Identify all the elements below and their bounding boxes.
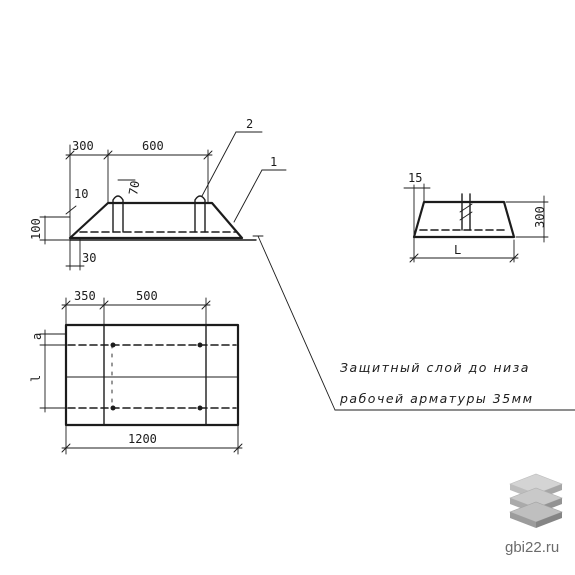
dim-a: a <box>30 333 44 340</box>
end-outline <box>412 200 516 239</box>
dim-100: 100 <box>29 218 43 240</box>
dim-70: 70 <box>126 180 142 197</box>
plan-tick-bl <box>61 443 71 453</box>
end-tick-r <box>509 253 519 263</box>
dim-30: 30 <box>82 251 96 265</box>
callout-1: 1 <box>270 155 277 169</box>
loop-mark-4 <box>197 405 203 411</box>
dim-10-tick <box>65 205 77 215</box>
plan-tick-3 <box>201 300 211 310</box>
dim-300-end: 300 <box>533 206 547 228</box>
end-view: L 15 300 <box>403 171 549 263</box>
section-view: 300 600 70 10 100 30 2 1 <box>29 117 336 411</box>
dim-15: 15 <box>408 171 422 185</box>
dim-l: l <box>29 375 43 382</box>
dim-350: 350 <box>74 289 96 303</box>
section-tick-2 <box>103 150 113 160</box>
plan-tick-2 <box>99 300 109 310</box>
end-loop-left <box>461 193 471 231</box>
callout-2-leader <box>201 131 237 197</box>
dim-500: 500 <box>136 289 158 303</box>
dim-300: 300 <box>72 139 94 153</box>
section-tick-3 <box>203 150 213 160</box>
end-loop-mark <box>459 203 473 221</box>
note-line-1: Защитный слой до низа <box>340 360 530 375</box>
callout-2: 2 <box>246 117 253 131</box>
lifting-loop-right <box>194 195 206 233</box>
lifting-loop-left <box>112 195 124 233</box>
dim-1200: 1200 <box>128 432 157 446</box>
plan-tick-br <box>233 443 243 453</box>
section-outline <box>68 201 244 240</box>
note-leader <box>257 235 336 411</box>
watermark: gbi22.ru <box>505 473 563 556</box>
watermark-logo-icon <box>509 473 563 528</box>
note: Защитный слой до низа рабочей арматуры 3… <box>334 360 575 411</box>
dim-600: 600 <box>142 139 164 153</box>
plan-outline <box>64 323 240 427</box>
end-tick-l <box>409 253 419 263</box>
loop-mark-3 <box>110 405 116 411</box>
watermark-text: gbi22.ru <box>505 539 559 556</box>
section-tick-1 <box>65 150 75 160</box>
dim-L: L <box>454 243 461 257</box>
note-line-2: рабочей арматуры 35мм <box>339 391 534 406</box>
dim-10: 10 <box>74 187 88 201</box>
loop-mark-1 <box>110 342 116 348</box>
loop-mark-2 <box>197 342 203 348</box>
plan-tick-1 <box>61 300 71 310</box>
plan-view: 350 500 1200 a l <box>29 289 243 455</box>
callout-1-leader <box>233 169 263 223</box>
